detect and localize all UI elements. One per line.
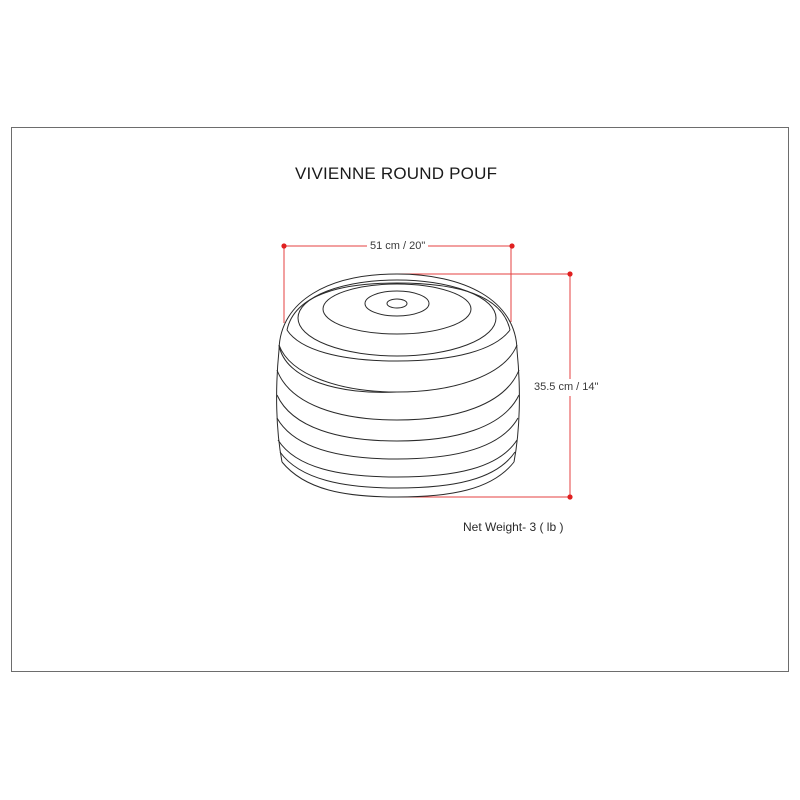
pouf-outline <box>276 273 520 498</box>
band-3 <box>276 369 520 421</box>
height-dimension-label: 35.5 cm / 14" <box>534 379 599 396</box>
band-2 <box>278 344 518 393</box>
drawing-frame <box>11 127 789 672</box>
band-1 <box>286 329 511 362</box>
top-ring-4 <box>297 279 497 357</box>
net-weight-label: Net Weight- 3 ( lb ) <box>463 520 564 534</box>
top-ring-2 <box>364 290 430 317</box>
band-8 <box>281 461 515 498</box>
band-6 <box>277 439 518 478</box>
band-5 <box>276 417 519 460</box>
band-7 <box>279 451 516 489</box>
dimension-endpoints <box>281 243 573 500</box>
band-4 <box>276 394 520 442</box>
pouf-top-silhouette <box>278 273 518 351</box>
product-title: VIVIENNE ROUND POUF <box>295 164 498 183</box>
width-dimension-label: 51 cm / 20" <box>367 240 429 253</box>
top-ring-3 <box>322 283 472 335</box>
dimension-lines <box>283 245 571 498</box>
top-ring-1 <box>386 298 408 309</box>
